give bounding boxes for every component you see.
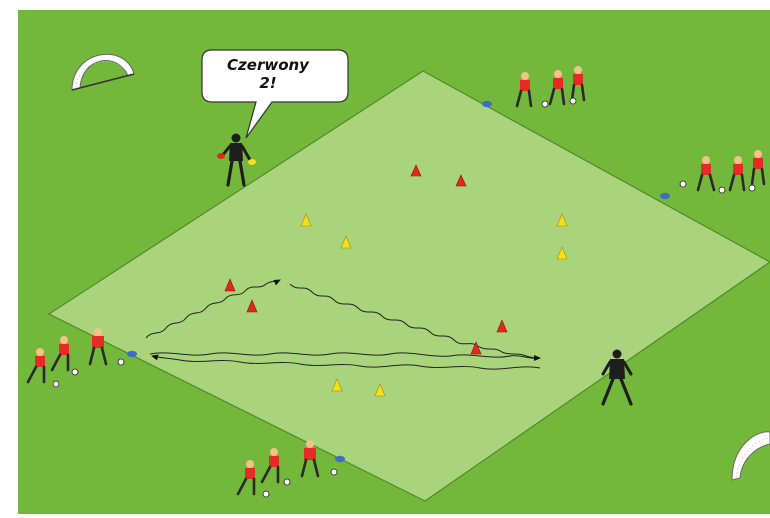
ball-icon (72, 369, 78, 375)
callout-line-2: 2! (259, 74, 276, 92)
ball-icon (118, 359, 124, 365)
ball-icon (263, 491, 269, 497)
disc-marker-icon (660, 193, 670, 199)
disc-marker-icon (482, 101, 492, 107)
ball-icon (53, 381, 59, 387)
ball-icon (542, 101, 548, 107)
disc-marker-icon (127, 351, 137, 357)
ball-icon (719, 187, 725, 193)
ball-icon (284, 479, 290, 485)
ball-icon (570, 98, 576, 104)
ball-icon (331, 469, 337, 475)
callout-line-1: Czerwony (227, 56, 310, 74)
disc-marker-icon (335, 456, 345, 462)
ball-icon (680, 181, 686, 187)
ball-icon (749, 185, 755, 191)
